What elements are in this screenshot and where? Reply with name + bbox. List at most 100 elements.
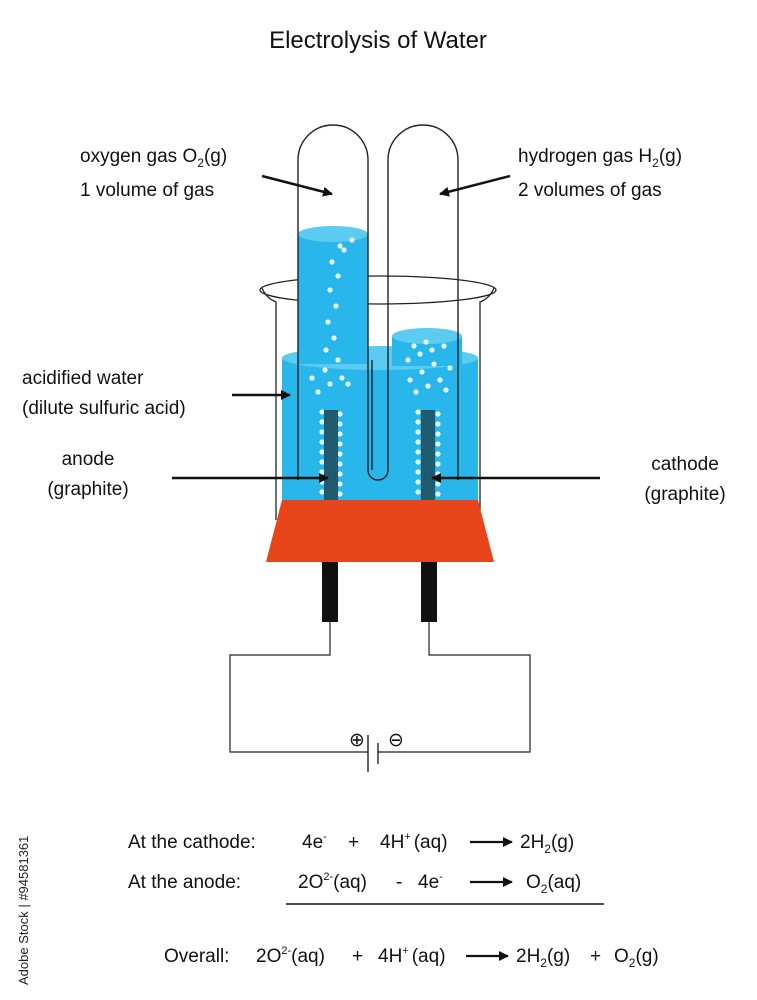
gas-bubble [437, 377, 443, 383]
gas-bubble [337, 491, 343, 497]
gas-bubble [435, 411, 441, 417]
gas-bubble [435, 421, 441, 427]
gas-bubble [415, 429, 421, 435]
gas-bubble [319, 429, 325, 435]
beaker-rim [259, 275, 497, 305]
hydrogen-tube-water [392, 328, 462, 366]
gas-bubble [325, 319, 331, 325]
watermark: Adobe Stock | #94581361 [16, 836, 31, 985]
gas-bubble [435, 431, 441, 437]
gas-bubble [423, 339, 429, 345]
gas-bubble [337, 481, 343, 487]
svg-text:+: + [348, 832, 359, 853]
beaker [261, 287, 495, 520]
gas-bubble [415, 449, 421, 455]
gas-bubble [337, 471, 343, 477]
svg-text:4e-: 4e- [418, 871, 443, 893]
gas-bubble [411, 343, 417, 349]
svg-text:O2(aq): O2(aq) [526, 872, 581, 896]
svg-text:Overall:: Overall: [164, 946, 229, 967]
gas-bubble [435, 461, 441, 467]
hydrogen-arrow [439, 174, 511, 197]
gas-collection-tubes [297, 124, 459, 481]
svg-text:4H+(aq): 4H+(aq) [380, 831, 448, 853]
oxygen-arrow [261, 174, 333, 197]
oxygen-tube-water [298, 226, 368, 364]
gas-bubble [337, 243, 343, 249]
svg-text:2O2-(aq): 2O2-(aq) [298, 871, 367, 893]
gas-bubble [435, 491, 441, 497]
water-label-line1: acidified water [22, 368, 144, 389]
gas-bubble [415, 469, 421, 475]
gas-bubble [435, 451, 441, 457]
hydrogen-volume-label: 2 volumes of gas [518, 180, 662, 201]
svg-text:2H2(g): 2H2(g) [520, 832, 574, 856]
page-title: Electrolysis of Water [269, 27, 487, 54]
gas-bubble [319, 459, 325, 465]
gas-bubble [327, 287, 333, 293]
anode-terminal [322, 562, 338, 622]
gas-bubble [349, 237, 355, 243]
gas-bubble [319, 479, 325, 485]
cathode-equation: At the cathode: 4e- + 4H+(aq) 2H2(g) [128, 831, 574, 856]
hydrogen-label: hydrogen gas H2(g) [518, 146, 682, 170]
svg-text:+: + [590, 946, 601, 967]
gas-bubble [415, 439, 421, 445]
water-label-line2: (dilute sulfuric acid) [22, 398, 186, 419]
battery-negative-icon: ⊖ [388, 730, 404, 751]
gas-bubble [415, 459, 421, 465]
gas-bubble [319, 419, 325, 425]
acidified-water [282, 346, 478, 508]
gas-bubble [315, 389, 321, 395]
svg-text:2O2-(aq): 2O2-(aq) [256, 945, 325, 967]
gas-bubble [319, 439, 325, 445]
svg-text:-: - [396, 872, 402, 893]
gas-bubble [415, 419, 421, 425]
svg-text:+: + [352, 946, 363, 967]
gas-bubble [331, 335, 337, 341]
svg-text:2H2(g): 2H2(g) [516, 946, 570, 970]
gas-bubble [322, 367, 328, 373]
cathode-label-line1: cathode [651, 454, 719, 475]
cathode-label-line2: (graphite) [644, 484, 725, 505]
gas-bubble [345, 381, 351, 387]
gas-bubble [335, 273, 341, 279]
gas-bubble [329, 259, 335, 265]
gas-bubble [323, 347, 329, 353]
gas-bubble [407, 377, 413, 383]
gas-bubble [429, 347, 435, 353]
gas-bubble [341, 247, 347, 253]
gas-bubble [337, 421, 343, 427]
oxygen-label: oxygen gas O2(g) [80, 146, 227, 170]
oxygen-volume-label: 1 volume of gas [80, 180, 214, 201]
anode-label-line2: (graphite) [47, 479, 128, 500]
gas-bubble [339, 375, 345, 381]
gas-bubble [337, 411, 343, 417]
gas-bubble [333, 303, 339, 309]
gas-bubble [447, 365, 453, 371]
gas-bubble [319, 469, 325, 475]
svg-text:At the cathode:: At the cathode: [128, 832, 256, 853]
battery-positive-icon: ⊕ [349, 730, 365, 751]
gas-bubble [319, 489, 325, 495]
gas-bubble [435, 441, 441, 447]
gas-bubble [415, 489, 421, 495]
svg-text:O2(g): O2(g) [614, 946, 659, 970]
cathode-electrode [421, 410, 435, 502]
gas-bubble [335, 357, 341, 363]
cathode-terminal [421, 562, 437, 622]
svg-text:At the anode:: At the anode: [128, 872, 241, 893]
gas-bubble [415, 479, 421, 485]
svg-text:4e-: 4e- [302, 831, 327, 853]
gas-bubble [419, 369, 425, 375]
battery [367, 735, 379, 772]
anode-equation: At the anode: 2O2-(aq) - 4e- O2(aq) [128, 871, 581, 896]
gas-bubble [441, 343, 447, 349]
gas-bubble [413, 389, 419, 395]
circuit-wire [229, 622, 531, 753]
gas-bubble [337, 431, 343, 437]
gas-bubble [319, 449, 325, 455]
overall-equation: Overall: 2O2-(aq) + 4H+(aq) 2H2(g) + O2(… [164, 945, 659, 970]
gas-bubble [405, 357, 411, 363]
